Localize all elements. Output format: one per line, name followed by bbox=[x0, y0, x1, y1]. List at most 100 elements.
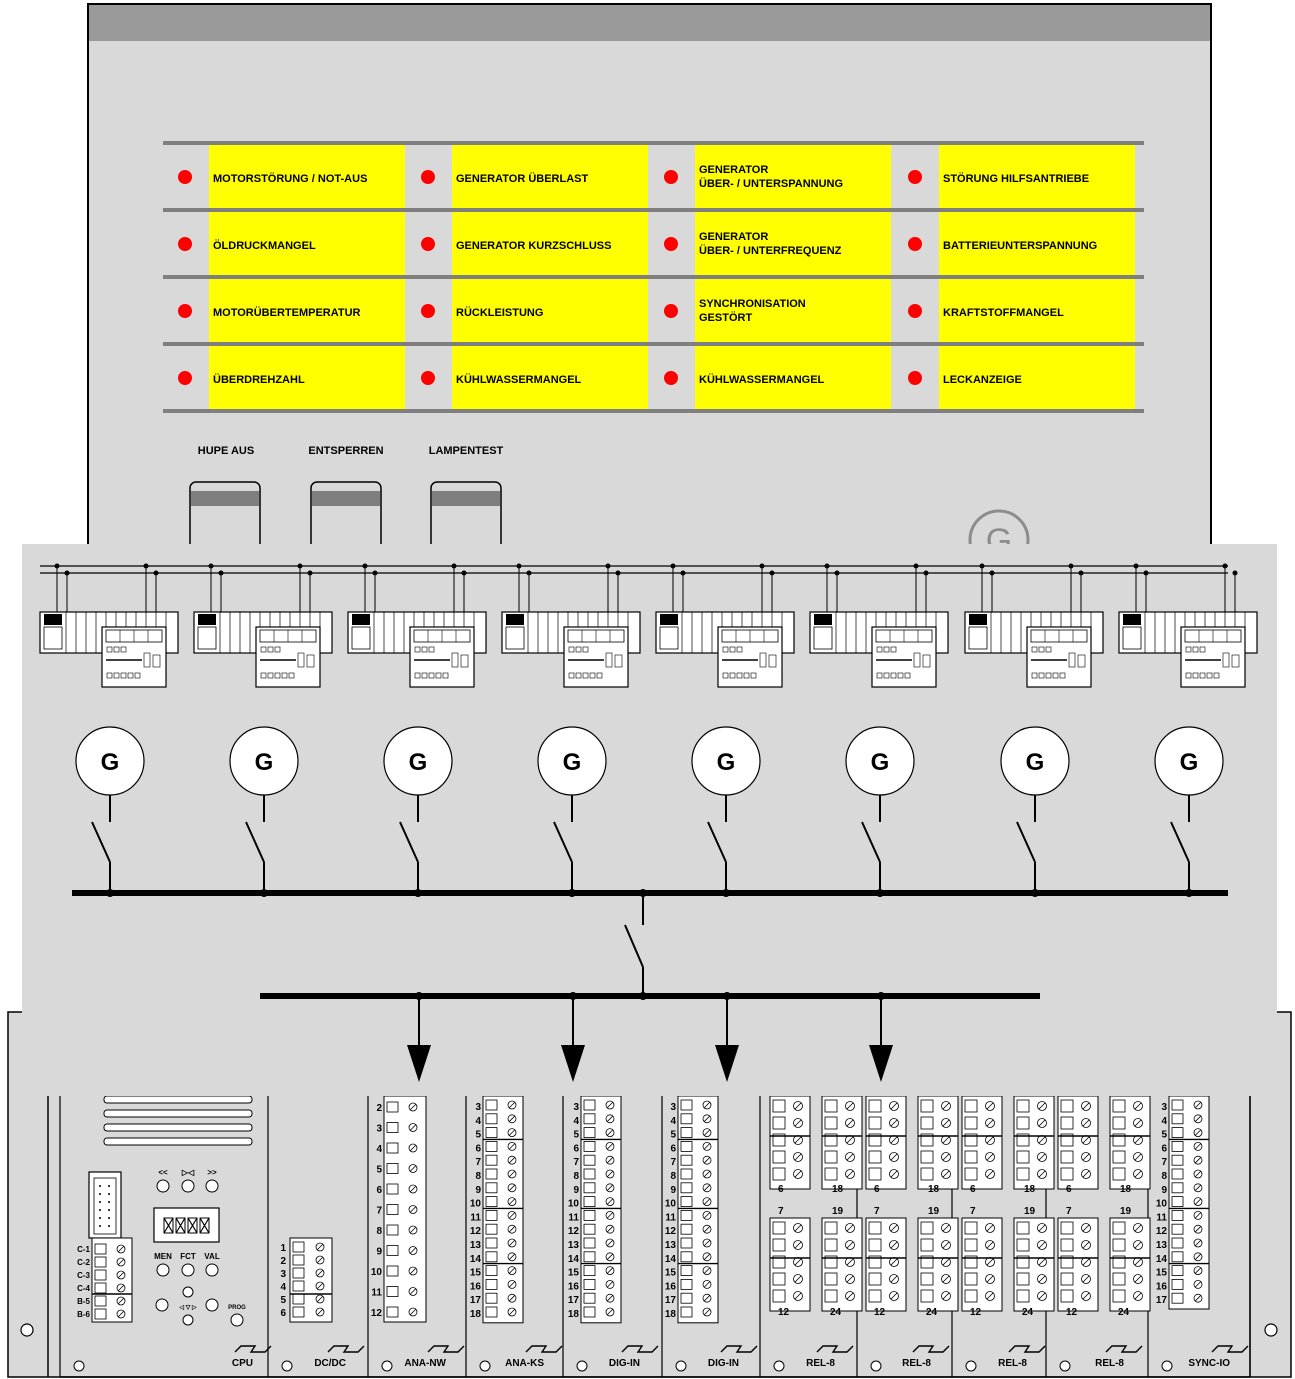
terminal-label: 11 bbox=[1156, 1212, 1167, 1223]
mini-display-unit bbox=[409, 626, 475, 688]
alarm-lamp bbox=[178, 237, 192, 251]
nav-right-button[interactable] bbox=[205, 1298, 219, 1312]
terminal-label: 10 bbox=[470, 1199, 482, 1210]
rep-logo bbox=[720, 1345, 758, 1353]
terminal-label: 3 bbox=[376, 1124, 382, 1135]
terminal-label: 1 bbox=[280, 1243, 286, 1254]
feeder-arrow bbox=[869, 992, 893, 1082]
nav-button[interactable] bbox=[181, 1263, 195, 1277]
terminal-label: 9 bbox=[475, 1185, 481, 1196]
terminal-label: 7 bbox=[376, 1206, 382, 1217]
comm-node bbox=[759, 563, 765, 569]
annunciator-cell: ÜBERDREHZAHL bbox=[178, 346, 405, 409]
module-screw bbox=[381, 1360, 393, 1372]
terminal-label: 11 bbox=[371, 1288, 382, 1299]
alarm-label: ÜBERDREHZAHL bbox=[213, 373, 305, 386]
annunciator-separator bbox=[163, 275, 1144, 279]
cpu-slot bbox=[103, 1123, 253, 1132]
mini-display-unit bbox=[563, 626, 629, 688]
rel-terminal-number: 6 bbox=[970, 1184, 976, 1195]
horn-off-button[interactable] bbox=[189, 481, 261, 555]
terminal-label: 7 bbox=[1161, 1157, 1167, 1168]
terminal-label: 10 bbox=[1156, 1199, 1168, 1210]
comm-node bbox=[1232, 570, 1238, 576]
rel-terminal-number: 18 bbox=[928, 1184, 940, 1195]
terminal-label: 4 bbox=[475, 1116, 481, 1127]
nav-up-button[interactable] bbox=[182, 1286, 194, 1298]
rel-terminal-number: 19 bbox=[832, 1206, 844, 1217]
rep-logo bbox=[427, 1345, 465, 1353]
module-label: ANA-NW bbox=[404, 1358, 446, 1369]
nav-button[interactable] bbox=[205, 1179, 219, 1193]
annunciator-cell: ÖLDRUCKMANGEL bbox=[178, 212, 405, 275]
rel-terminal-number: 19 bbox=[1120, 1206, 1132, 1217]
rel-terminal-number: 24 bbox=[1022, 1307, 1034, 1318]
alarm-label-plate bbox=[939, 145, 1135, 208]
comm-node bbox=[824, 563, 830, 569]
nav-down-button[interactable] bbox=[182, 1314, 194, 1326]
annunciator-cell: KÜHLWASSERMANGEL bbox=[664, 346, 891, 409]
rack-module-rel8: REL-8 bbox=[773, 1345, 854, 1372]
generator-breaker bbox=[91, 821, 111, 863]
terminal-label: 9 bbox=[573, 1185, 579, 1196]
unlock-button[interactable] bbox=[310, 481, 382, 555]
terminal-label: 15 bbox=[1156, 1268, 1168, 1279]
nav-left-button[interactable] bbox=[155, 1298, 169, 1312]
terminal-label: 14 bbox=[1156, 1254, 1168, 1265]
terminal-label: 17 bbox=[665, 1295, 677, 1306]
module-label: REL-8 bbox=[806, 1358, 835, 1369]
rel-terminal-number: 12 bbox=[778, 1307, 790, 1318]
mini-display-unit bbox=[717, 626, 783, 688]
annunciator-cell: BATTERIEUNTERSPANNUNG bbox=[908, 212, 1135, 275]
terminal-label: 12 bbox=[568, 1226, 580, 1237]
nav-button[interactable] bbox=[205, 1263, 219, 1277]
generator-letter: G bbox=[255, 749, 274, 776]
comm-node bbox=[54, 563, 60, 569]
terminal-label: 13 bbox=[470, 1240, 482, 1251]
nav-button[interactable] bbox=[156, 1179, 170, 1193]
comm-node bbox=[153, 570, 159, 576]
module-label: REL-8 bbox=[902, 1358, 931, 1369]
alarm-lamp bbox=[421, 304, 435, 318]
bus-node bbox=[639, 992, 647, 1000]
terminal-label: 16 bbox=[665, 1281, 677, 1292]
terminal-label: C-2 bbox=[77, 1258, 90, 1267]
terminal-label: 2 bbox=[280, 1256, 286, 1267]
generator-unit: G bbox=[501, 563, 641, 897]
terminal-label: 13 bbox=[1156, 1240, 1168, 1251]
module-screw bbox=[576, 1360, 588, 1372]
terminal-label: 17 bbox=[1156, 1295, 1168, 1306]
alarm-label: STÖRUNG HILFSANTRIEBE bbox=[943, 172, 1089, 185]
alarm-label-plate bbox=[695, 279, 891, 342]
alarm-label: RÜCKLEISTUNG bbox=[456, 306, 543, 319]
comm-node bbox=[218, 570, 224, 576]
terminal-label: 3 bbox=[1161, 1102, 1167, 1113]
feeder-arrow bbox=[561, 992, 585, 1082]
generator-breaker bbox=[553, 821, 573, 863]
terminal-label: 5 bbox=[573, 1130, 579, 1141]
alarm-label: GENERATOR KURZSCHLUSS bbox=[456, 240, 611, 252]
alarm-label: KÜHLWASSERMANGEL bbox=[456, 373, 582, 386]
generator-letter: G bbox=[1180, 749, 1199, 776]
comm-node bbox=[834, 570, 840, 576]
alarm-lamp bbox=[178, 371, 192, 385]
nav-label: MEN bbox=[154, 1252, 172, 1261]
lamp-test-button[interactable] bbox=[430, 481, 502, 555]
rel-terminal-number: 12 bbox=[1066, 1307, 1078, 1318]
terminal-label: 8 bbox=[573, 1171, 579, 1182]
comm-node bbox=[1068, 563, 1074, 569]
generator-letter: G bbox=[871, 749, 890, 776]
nav-button[interactable] bbox=[156, 1263, 170, 1277]
module-screw bbox=[479, 1360, 491, 1372]
nav-button[interactable] bbox=[181, 1179, 195, 1193]
generator-unit: G bbox=[193, 563, 333, 897]
prog-button[interactable] bbox=[230, 1313, 244, 1327]
rack-screw-left bbox=[20, 1323, 34, 1337]
rel-terminal-number: 6 bbox=[778, 1184, 784, 1195]
